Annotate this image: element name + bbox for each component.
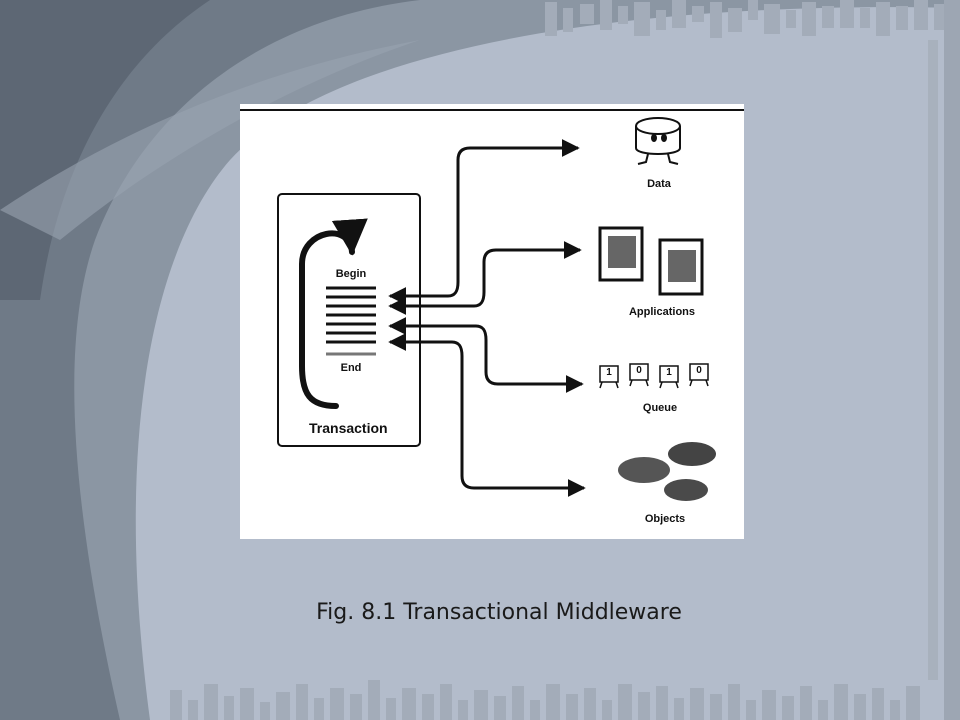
- loop-arrow-body: [299, 218, 368, 409]
- connector-arrows: [388, 139, 586, 497]
- applications-icon: [598, 226, 704, 296]
- top-bar-pattern: [545, 0, 946, 38]
- bottom-bar-pattern: [170, 680, 920, 720]
- queue-value-2: 0: [636, 365, 642, 376]
- loop-arrow: [299, 235, 352, 408]
- resource-label-applications: Applications: [628, 306, 696, 318]
- resource-label-data: Data: [647, 178, 671, 190]
- resource-label-objects: Objects: [644, 513, 686, 525]
- queue-icon: [599, 363, 709, 389]
- resource-label-queue: Queue: [642, 402, 678, 414]
- database-icon: [635, 117, 681, 165]
- transaction-diagram: [240, 109, 744, 501]
- transaction-title: Transaction: [309, 420, 388, 436]
- queue-value-4: 0: [696, 365, 702, 376]
- objects-icon: [618, 442, 716, 501]
- queue-value-3: 1: [666, 367, 672, 378]
- transaction-statements: [326, 286, 376, 356]
- arrow-queue: [388, 317, 584, 393]
- arrow-objects: [388, 333, 586, 497]
- figure-panel: Begin End Transaction Data Applications …: [240, 104, 744, 539]
- arrow-applications: [388, 241, 582, 315]
- figure-caption: Fig. 8.1 Transactional Middleware: [316, 600, 682, 625]
- begin-label: Begin: [335, 268, 367, 280]
- queue-value-1: 1: [606, 367, 612, 378]
- end-label: End: [340, 362, 362, 374]
